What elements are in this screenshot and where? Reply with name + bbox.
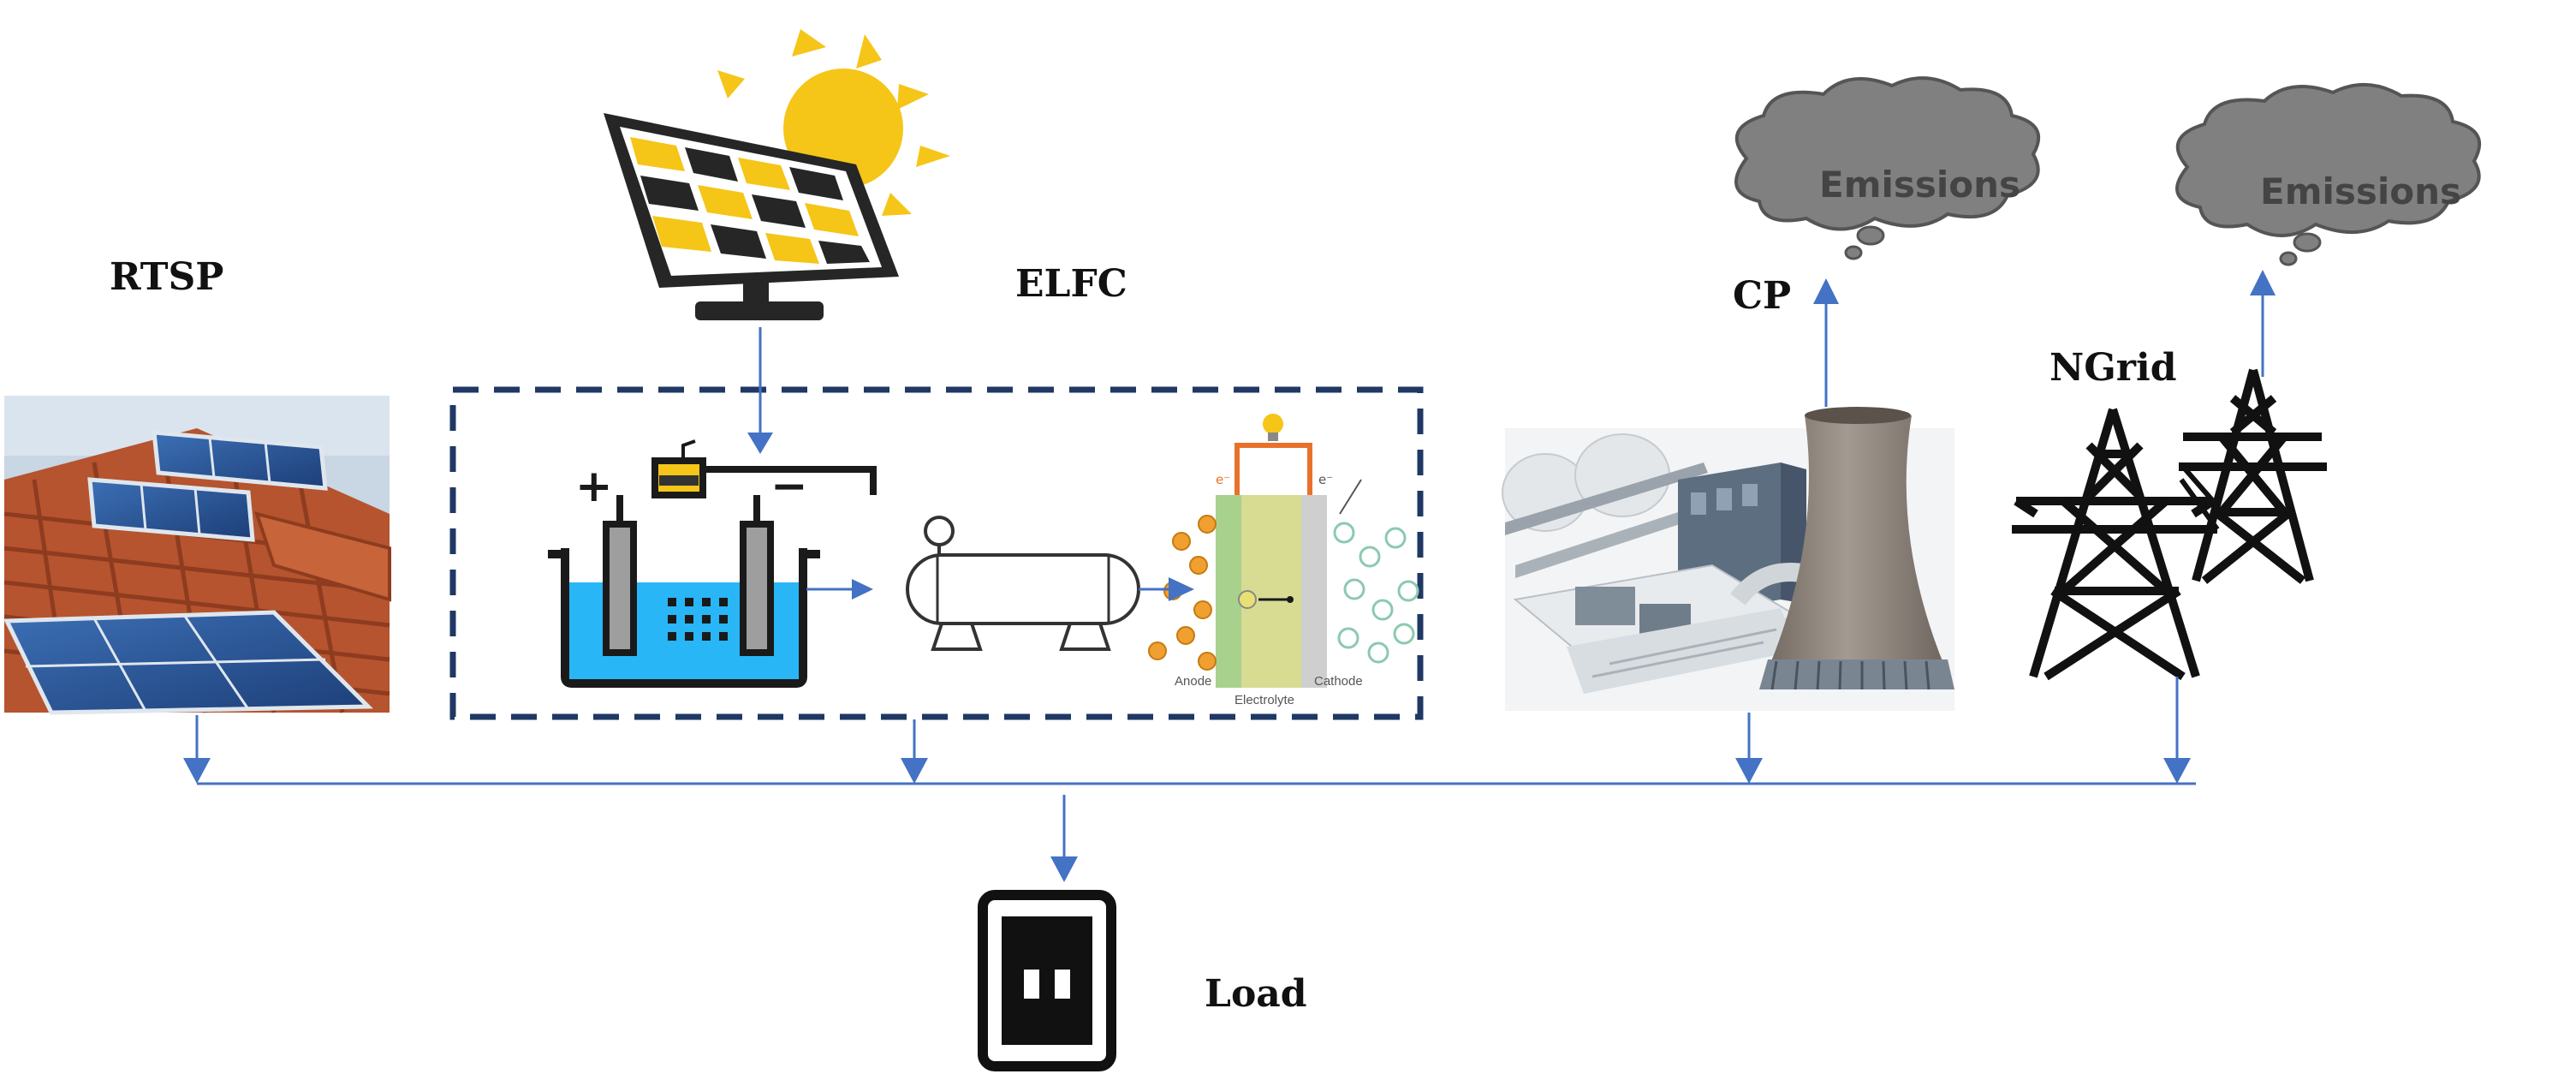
hydrogen-tank-icon bbox=[906, 516, 1140, 651]
fuel-cell-icon: e⁻ e⁻ bbox=[1148, 414, 1419, 707]
arrowhead-ngrid-emissions bbox=[2250, 270, 2276, 295]
elfc-boundary bbox=[449, 386, 1424, 720]
cathode-label: Cathode bbox=[1314, 674, 1363, 689]
arrowhead-rtsp-bus bbox=[183, 758, 211, 784]
plus-terminal: + bbox=[575, 461, 613, 512]
power-flow-connectors bbox=[195, 295, 2264, 856]
solar-panel-photo bbox=[3, 430, 373, 715]
arrowhead-ngrid-bus bbox=[2163, 758, 2191, 784]
power-plant-icon bbox=[1502, 407, 1954, 711]
ngrid-emissions-cloud: Emissions bbox=[2175, 83, 2482, 266]
electrolyte-label: Electrolyte bbox=[1234, 693, 1294, 707]
arrowhead-tank bbox=[852, 579, 873, 600]
rooftop-solar-image bbox=[3, 396, 391, 715]
arrowhead-fuelcell bbox=[1169, 577, 1194, 601]
cp-label: CP bbox=[1733, 274, 1791, 318]
electron-label-left: e⁻ bbox=[1216, 472, 1230, 487]
load-label: Load bbox=[1205, 972, 1307, 1016]
electrolyzer-icon: + − bbox=[548, 439, 877, 688]
anode-label: Anode bbox=[1175, 674, 1211, 689]
cp-emissions-cloud: Emissions bbox=[1734, 76, 2041, 260]
minus-terminal: − bbox=[770, 461, 808, 512]
arrowhead-elfc-bus bbox=[901, 758, 928, 784]
arrowheads bbox=[183, 270, 2276, 882]
ngrid-emissions-label: Emissions bbox=[2260, 170, 2461, 212]
solar-panel-sun-icon bbox=[604, 29, 950, 320]
rtsp-label: RTSP bbox=[110, 255, 223, 299]
arrowhead-electrolyzer bbox=[747, 433, 773, 454]
power-socket-icon bbox=[978, 890, 1116, 1071]
arrowhead-load bbox=[1050, 856, 1078, 882]
electron-label-right: e⁻ bbox=[1318, 472, 1333, 487]
elfc-label: ELFC bbox=[1015, 262, 1127, 306]
cp-emissions-label: Emissions bbox=[1819, 164, 2020, 206]
arrowhead-cp-emissions bbox=[1813, 278, 1839, 304]
arrowhead-cp-bus bbox=[1735, 758, 1763, 784]
transmission-tower-icon bbox=[2012, 368, 2327, 681]
ngrid-label: NGrid bbox=[2049, 346, 2176, 390]
